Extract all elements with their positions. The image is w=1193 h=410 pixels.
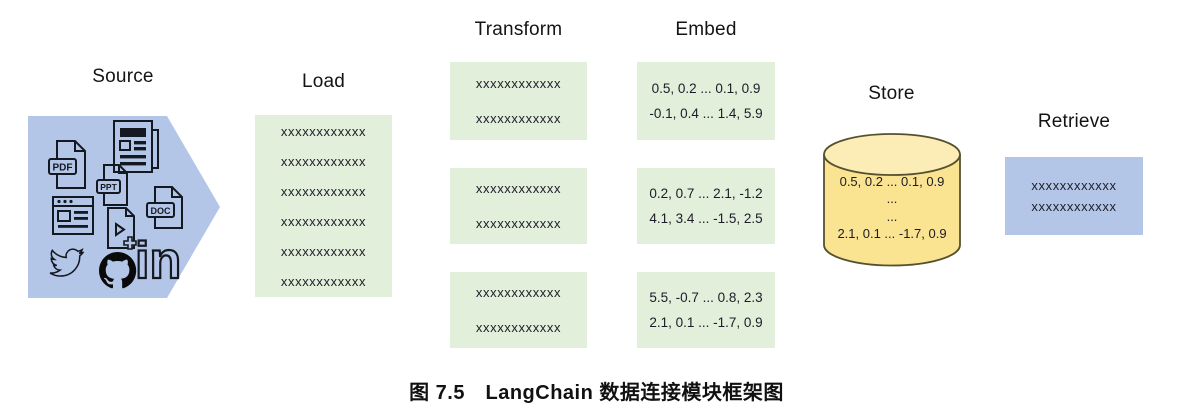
- ppt-file-icon: PPT: [96, 164, 128, 206]
- github-icon: [99, 252, 137, 289]
- load-row: xxxxxxxxxxxx: [280, 243, 367, 259]
- store-row: ...: [886, 191, 898, 207]
- embed-box-3: 5.5, -0.7 ... 0.8, 2.3 2.1, 0.1 ... -1.7…: [637, 272, 775, 348]
- svg-text:DOC: DOC: [151, 206, 172, 216]
- transform-box-1: xxxxxxxxxxxx xxxxxxxxxxxx: [450, 62, 587, 140]
- load-box: xxxxxxxxxxxx xxxxxxxxxxxx xxxxxxxxxxxx x…: [255, 115, 392, 297]
- transform-box-3: xxxxxxxxxxxx xxxxxxxxxxxx: [450, 272, 587, 348]
- load-row: xxxxxxxxxxxx: [280, 213, 367, 229]
- embed-row: 4.1, 3.4 ... -1.5, 2.5: [649, 211, 763, 226]
- embed-row: 0.5, 0.2 ... 0.1, 0.9: [651, 80, 761, 96]
- transform-row: xxxxxxxxxxxx: [475, 111, 562, 126]
- transform-row: xxxxxxxxxxxx: [475, 216, 562, 231]
- svg-text:PDF: PDF: [53, 163, 73, 174]
- linkedin-icon: in: [134, 231, 182, 291]
- retrieve-row: xxxxxxxxxxxx: [1031, 199, 1117, 214]
- embed-row: 0.2, 0.7 ... 2.1, -1.2: [649, 185, 763, 201]
- store-row: 2.1, 0.1 ... -1.7, 0.9: [837, 225, 947, 241]
- twitter-icon: [49, 247, 85, 277]
- store-text: 0.5, 0.2 ... 0.1, 0.9 ... ... 2.1, 0.1 .…: [822, 168, 962, 248]
- web-page-icon: [52, 196, 94, 235]
- store-cylinder-top: [823, 133, 961, 176]
- svg-text:PPT: PPT: [100, 182, 117, 192]
- stage-label-source: Source: [92, 66, 154, 87]
- stage-label-load: Load: [301, 71, 346, 92]
- transform-row: xxxxxxxxxxxx: [475, 76, 562, 91]
- pdf-file-icon: PDF: [48, 140, 86, 189]
- source-arrow: PDF PPT: [28, 116, 220, 298]
- store-row: 0.5, 0.2 ... 0.1, 0.9: [839, 173, 945, 189]
- stage-label-retrieve: Retrieve: [1037, 111, 1111, 132]
- load-row: xxxxxxxxxxxx: [280, 183, 367, 199]
- stage-label-embed: Embed: [675, 19, 737, 40]
- stage-label-store: Store: [868, 83, 915, 104]
- embed-row: -0.1, 0.4 ... 1.4, 5.9: [649, 106, 763, 121]
- embed-row: 2.1, 0.1 ... -1.7, 0.9: [649, 315, 763, 330]
- transform-row: xxxxxxxxxxxx: [475, 320, 562, 335]
- retrieve-row: xxxxxxxxxxxx: [1031, 178, 1117, 193]
- load-row: xxxxxxxxxxxx: [280, 153, 367, 169]
- embed-row: 5.5, -0.7 ... 0.8, 2.3: [649, 289, 763, 305]
- load-row: xxxxxxxxxxxx: [280, 123, 367, 139]
- retrieve-box: xxxxxxxxxxxx xxxxxxxxxxxx: [1005, 157, 1143, 235]
- store-cylinder: [822, 132, 962, 268]
- transform-row: xxxxxxxxxxxx: [475, 285, 562, 300]
- news-icon: [113, 120, 159, 173]
- video-file-icon: [107, 207, 137, 250]
- figure-caption: 图 7.5 LangChain 数据连接模块框架图: [409, 382, 784, 404]
- transform-row: xxxxxxxxxxxx: [475, 181, 562, 196]
- stage-label-transform: Transform: [474, 19, 563, 40]
- embed-box-2: 0.2, 0.7 ... 2.1, -1.2 4.1, 3.4 ... -1.5…: [637, 168, 775, 244]
- transform-box-2: xxxxxxxxxxxx xxxxxxxxxxxx: [450, 168, 587, 244]
- svg-text:in: in: [135, 232, 181, 290]
- load-row: xxxxxxxxxxxx: [280, 273, 367, 289]
- store-cylinder-body: [823, 154, 961, 267]
- doc-file-icon: DOC: [146, 186, 183, 229]
- store-row: ...: [886, 208, 898, 224]
- embed-box-1: 0.5, 0.2 ... 0.1, 0.9 -0.1, 0.4 ... 1.4,…: [637, 62, 775, 140]
